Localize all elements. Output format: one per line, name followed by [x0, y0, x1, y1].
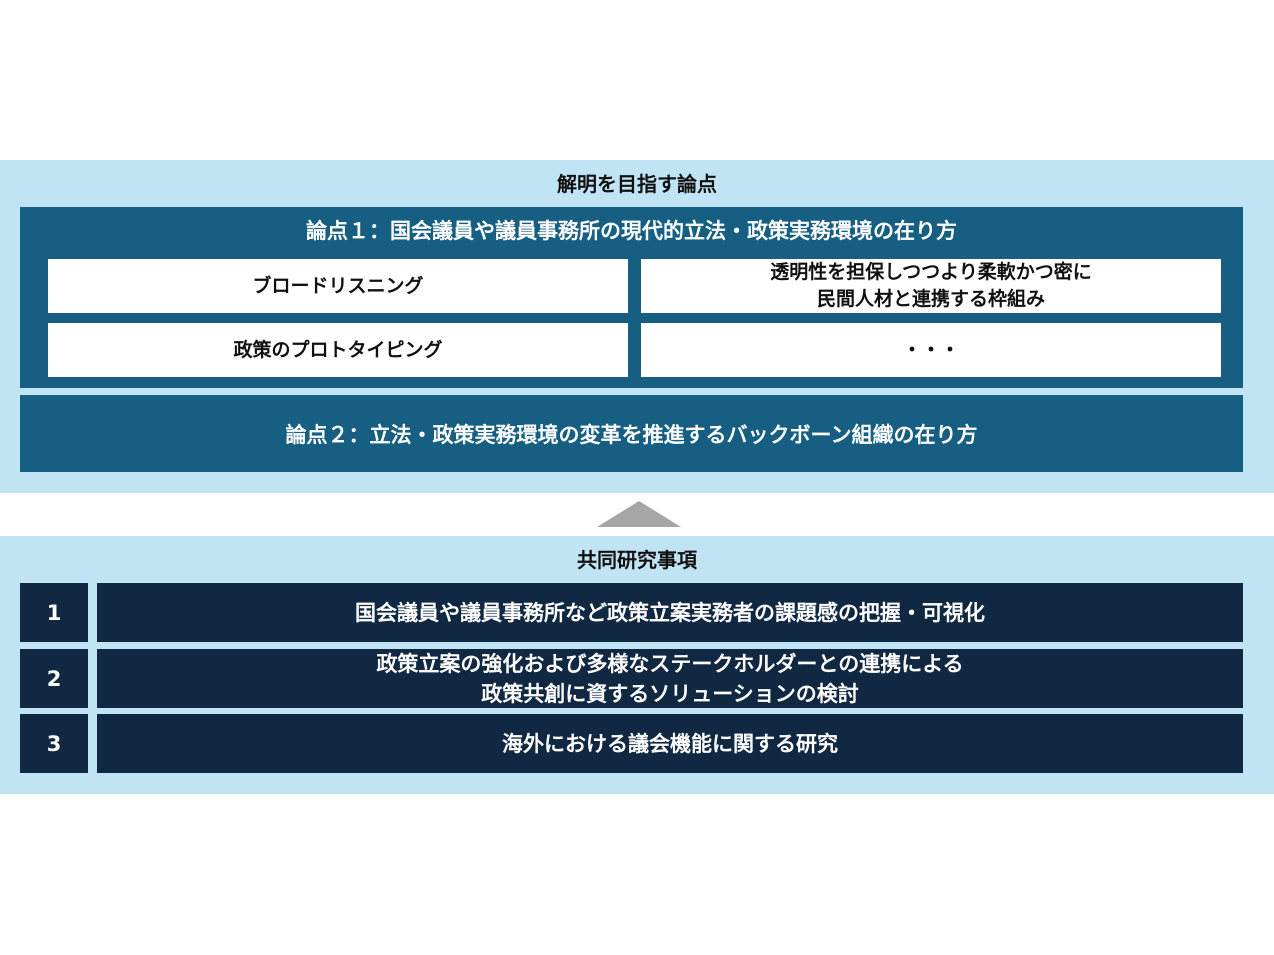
research-heading: 共同研究事項	[577, 547, 697, 572]
row-number-text: 3	[46, 731, 62, 756]
issue1-item-label: ・・・	[902, 338, 960, 361]
row-text-line2: 政策共創に資するソリューションの検討	[481, 681, 859, 706]
issue1-item-private-collab: 透明性を担保しつつより柔軟かつ密に 民間人材と連携する枠組み	[641, 259, 1221, 313]
row-number-text: 1	[46, 600, 62, 625]
issue2-panel: 論点２：立法・政策実務環境の変革を推進するバックボーン組織の在り方	[20, 395, 1243, 472]
research-row-content: 国会議員や議員事務所など政策立案実務者の課題感の把握・可視化	[97, 583, 1243, 642]
issue2-title: 論点２：立法・政策実務環境の変革を推進するバックボーン組織の在り方	[285, 422, 978, 447]
up-triangle-arrow-icon	[597, 501, 681, 527]
research-row-content: 海外における議会機能に関する研究	[97, 714, 1243, 773]
row-text-line1: 国会議員や議員事務所など政策立案実務者の課題感の把握・可視化	[355, 600, 985, 625]
research-row-number: 2	[20, 649, 88, 708]
issue1-item-label: ブロードリスニング	[252, 274, 424, 297]
row-text-line1: 海外における議会機能に関する研究	[502, 731, 838, 756]
issue1-title: 論点１：国会議員や議員事務所の現代的立法・政策実務環境の在り方	[306, 219, 957, 243]
issues-heading: 解明を目指す論点	[557, 171, 717, 196]
issue1-item-prototyping: 政策のプロトタイピング	[48, 323, 628, 377]
row-number-text: 2	[46, 666, 62, 691]
issue1-item-label: 政策のプロトタイピング	[233, 338, 443, 361]
issue1-item-label-line1: 透明性を担保しつつより柔軟かつ密に	[770, 261, 1092, 283]
research-row-content: 政策立案の強化および多様なステークホルダーとの連携による 政策共創に資するソリュ…	[97, 649, 1243, 708]
row-text-line1: 政策立案の強化および多様なステークホルダーとの連携による	[376, 651, 964, 676]
issue1-item-label-line2: 民間人材と連携する枠組み	[816, 288, 1045, 310]
issue1-item-broad-listening: ブロードリスニング	[48, 259, 628, 313]
research-row-number: 3	[20, 714, 88, 773]
issue1-item-ellipsis: ・・・	[641, 323, 1221, 377]
research-row-number: 1	[20, 583, 88, 642]
